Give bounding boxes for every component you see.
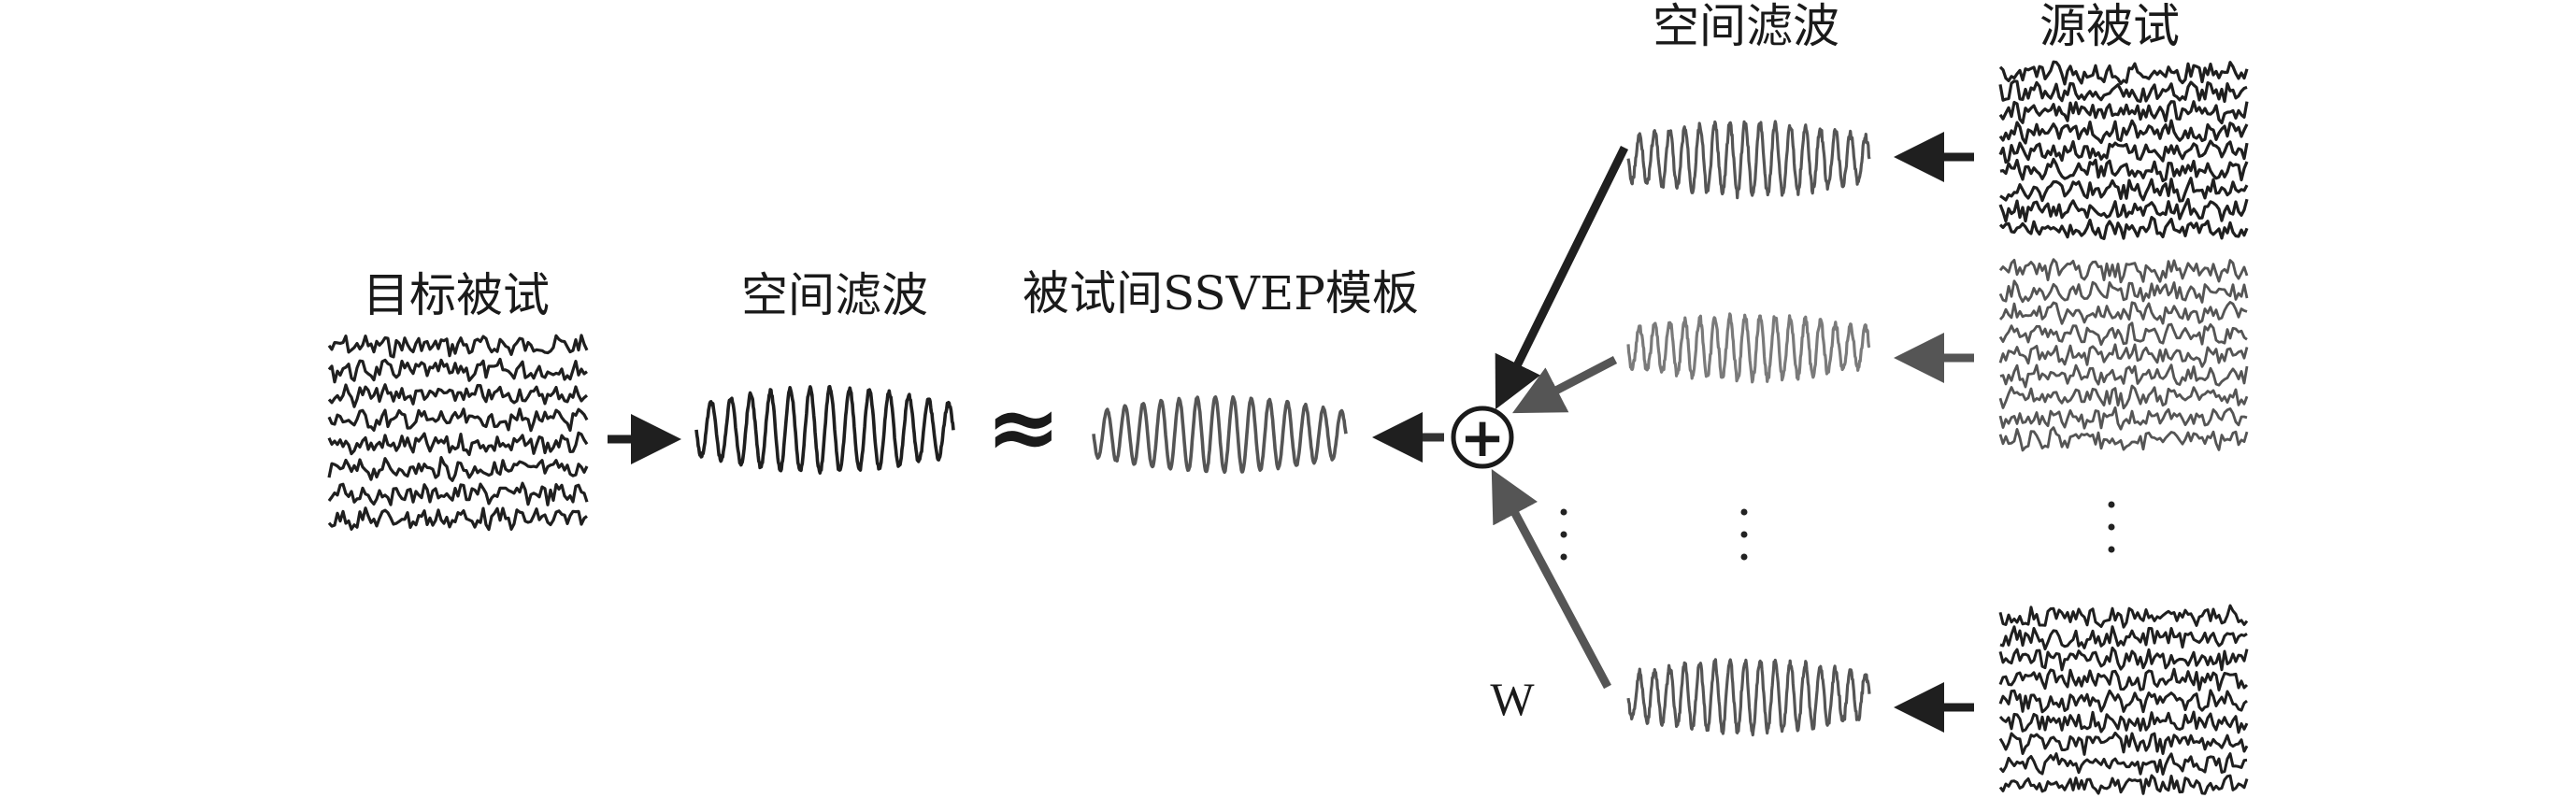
eeg-trace: [327, 407, 589, 433]
arrow-sourceN-to-sum: [1491, 469, 1611, 690]
eeg-trace: [1998, 752, 2248, 776]
target-subject-eeg: [327, 334, 589, 532]
eeg-trace: [1998, 216, 2249, 240]
eeg-trace: [327, 456, 589, 482]
sum-node: +: [1451, 406, 1514, 469]
source-subject-eeg-1: [1998, 60, 2249, 240]
filtered-source-signal-2: [1626, 312, 1871, 384]
spatial-filter-left-label: 空间滤波: [741, 268, 928, 322]
eeg-trace: [1998, 301, 2248, 325]
spatial-filter-right-label: 空间滤波: [1653, 0, 1839, 53]
eeg-trace: [1999, 625, 2248, 651]
template-label: 被试间SSVEP模板: [1023, 266, 1419, 321]
filtered-trace: [1626, 120, 1871, 200]
eeg-trace: [1998, 279, 2249, 304]
eeg-trace: [1998, 426, 2249, 452]
eeg-trace: [1998, 604, 2249, 629]
eeg-trace: [1998, 406, 2248, 431]
eeg-trace: [1998, 100, 2249, 125]
eeg-trace: [327, 481, 589, 506]
eeg-trace: [1998, 646, 2249, 672]
source-subject-eeg-n: [1998, 604, 2249, 795]
eeg-trace: [1998, 139, 2249, 164]
filtered-source-signal-n: [1626, 658, 1871, 737]
template-signal: [1092, 395, 1348, 475]
filtered-trace: [1092, 395, 1348, 475]
eeg-trace: [1998, 79, 2248, 104]
source-subject-eeg-2: [1998, 258, 2249, 452]
eeg-trace: [1998, 689, 2248, 714]
eeg-trace: [327, 431, 589, 457]
eeg-trace: [1998, 197, 2249, 223]
eeg-trace: [1998, 321, 2248, 347]
eeg-trace: [327, 383, 589, 408]
eeg-trace: [1998, 60, 2249, 86]
ellipsis-sources: [2108, 501, 2115, 553]
arrow-source1-to-sum: [1495, 146, 1629, 410]
eeg-trace: [327, 334, 589, 359]
ellipsis-weights: [1560, 508, 1567, 561]
arrow-source2-to-sum: [1512, 356, 1618, 414]
eeg-trace: [1998, 258, 2249, 284]
eeg-trace: [1998, 774, 2249, 795]
eeg-trace: [1998, 731, 2249, 756]
eeg-trace: [1999, 177, 2249, 203]
eeg-trace: [327, 506, 588, 532]
approx-symbol: ≈: [986, 375, 1061, 479]
weight-label: W: [1490, 673, 1535, 725]
filtered-source-signal-1: [1626, 120, 1871, 200]
target-subject-label: 目标被试: [363, 268, 550, 322]
filtered-trace: [1626, 658, 1871, 737]
eeg-trace: [1999, 157, 2249, 183]
ellipsis-filtered: [1740, 508, 1748, 561]
eeg-trace: [1998, 710, 2249, 734]
eeg-trace: [1998, 343, 2249, 368]
sum-symbol: +: [1460, 406, 1506, 469]
eeg-trace: [1999, 363, 2249, 389]
filtered-trace: [694, 384, 955, 475]
filtered-trace: [1626, 312, 1871, 384]
eeg-trace: [1998, 384, 2249, 410]
eeg-trace: [1998, 119, 2249, 145]
filtered-signal-left: [694, 384, 955, 475]
eeg-trace: [327, 357, 588, 384]
eeg-trace: [1998, 667, 2249, 691]
source-subject-label: 源被试: [2039, 0, 2180, 53]
